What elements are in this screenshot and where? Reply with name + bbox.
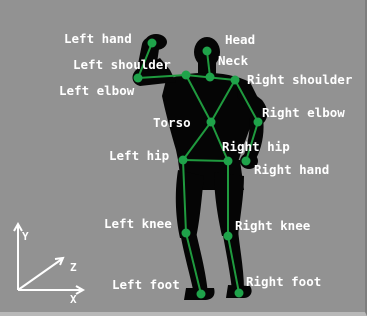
joint-left-hip	[179, 156, 188, 165]
joint-right-hip	[224, 157, 233, 166]
joint-right-foot	[235, 289, 244, 298]
joint-right-hand	[242, 157, 251, 166]
label-left-shoulder: Left shoulder	[73, 59, 171, 72]
label-right-hip: Right hip	[222, 141, 290, 154]
axis-label-x: X	[70, 294, 77, 305]
label-right-knee: Right knee	[235, 220, 310, 233]
label-right-elbow: Right elbow	[262, 107, 345, 120]
label-left-hand: Left hand	[64, 33, 132, 46]
joint-left-knee	[182, 229, 191, 238]
label-left-hip: Left hip	[109, 150, 169, 163]
joint-left-hand	[148, 39, 157, 48]
joint-left-shoulder	[182, 71, 191, 80]
bone-left-hip-to-right-hip	[183, 160, 228, 161]
label-left-foot: Left foot	[112, 279, 180, 292]
label-neck: Neck	[218, 55, 248, 68]
z-axis-line	[18, 259, 62, 290]
label-left-elbow: Left elbow	[59, 85, 134, 98]
joint-neck	[206, 73, 215, 82]
joint-head	[203, 47, 212, 56]
axis-label-z: Z	[70, 262, 77, 273]
label-right-hand: Right hand	[254, 164, 329, 177]
joint-right-knee	[224, 232, 233, 241]
silhouette-part	[176, 170, 204, 238]
label-left-knee: Left knee	[104, 218, 172, 231]
label-right-foot: Right foot	[246, 276, 321, 289]
label-right-shoulder: Right shoulder	[247, 74, 352, 87]
axis-label-y: Y	[22, 231, 29, 242]
joint-torso	[207, 118, 216, 127]
joint-left-elbow	[134, 74, 143, 83]
label-head: Head	[225, 34, 255, 47]
joint-right-shoulder	[231, 76, 240, 85]
joint-left-foot	[197, 290, 206, 299]
label-torso: Torso	[153, 117, 191, 130]
